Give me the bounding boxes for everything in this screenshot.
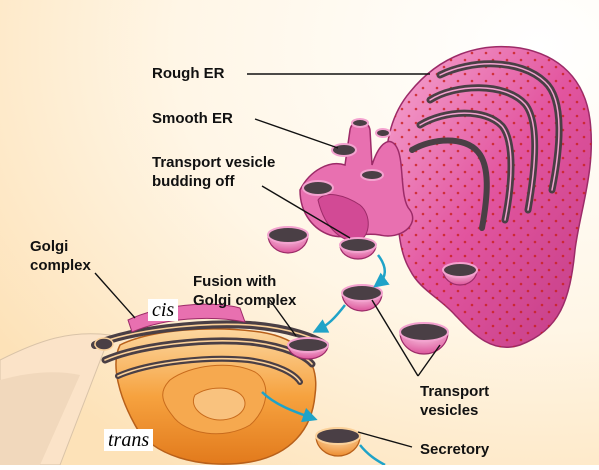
- label-transport-vesicle-budding-line2: budding off: [152, 172, 234, 191]
- label-fusion-line1: Fusion with: [193, 272, 276, 291]
- label-golgi-line2: complex: [30, 256, 91, 275]
- smooth-er-opening: [303, 181, 333, 195]
- label-transport-vesicles-line1: Transport: [420, 382, 489, 401]
- smooth-er-opening: [361, 170, 383, 180]
- smooth-er-opening: [352, 119, 368, 127]
- label-rough-er: Rough ER: [152, 64, 225, 83]
- label-transport-vesicles-line2: vesicles: [420, 401, 478, 420]
- label-smooth-er: Smooth ER: [152, 109, 233, 128]
- smooth-er-opening: [332, 144, 356, 156]
- label-fusion-line2: Golgi complex: [193, 291, 296, 310]
- label-secretory: Secretory: [420, 440, 489, 459]
- label-transport-vesicle-budding-line1: Transport vesicle: [152, 153, 275, 172]
- smooth-er-opening: [376, 129, 390, 137]
- label-cis: cis: [148, 299, 178, 321]
- label-golgi-line1: Golgi: [30, 237, 68, 256]
- label-trans: trans: [104, 429, 153, 451]
